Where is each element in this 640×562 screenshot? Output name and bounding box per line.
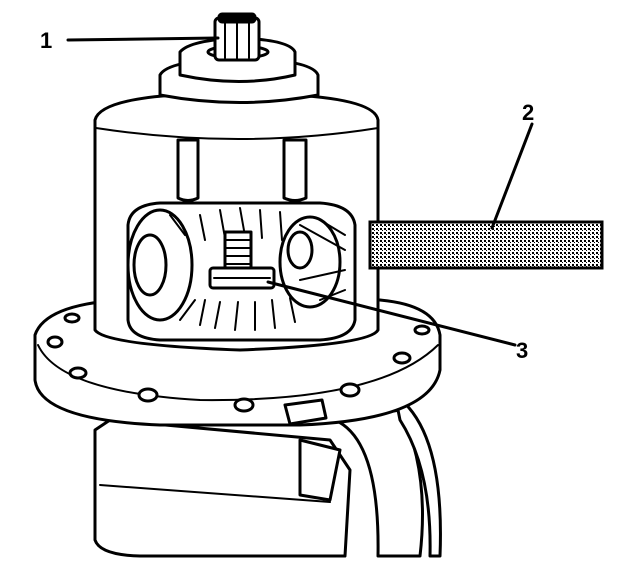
thrust-block [208, 266, 276, 290]
ring-gear-teeth [169, 207, 296, 331]
leader-1 [66, 36, 220, 42]
case-slot-left [176, 138, 200, 202]
flange-bolt-holes [46, 312, 431, 413]
callout-1: 1 [40, 28, 52, 53]
callout-labels: 1 2 3 [40, 28, 534, 363]
leader-lines [66, 36, 534, 347]
axle-housing [93, 393, 442, 558]
callout-3: 3 [516, 338, 528, 363]
side-gear-left [126, 208, 194, 322]
leader-2 [490, 122, 534, 230]
axle-shaft-tool [368, 220, 604, 270]
pinion-gear-right [278, 215, 346, 309]
flange-tab [283, 398, 328, 426]
case-window [126, 201, 357, 342]
case-slot-right [282, 138, 308, 202]
pinion-shaft-bolt [213, 12, 261, 62]
leader-3 [266, 280, 517, 347]
callout-2: 2 [522, 100, 534, 125]
